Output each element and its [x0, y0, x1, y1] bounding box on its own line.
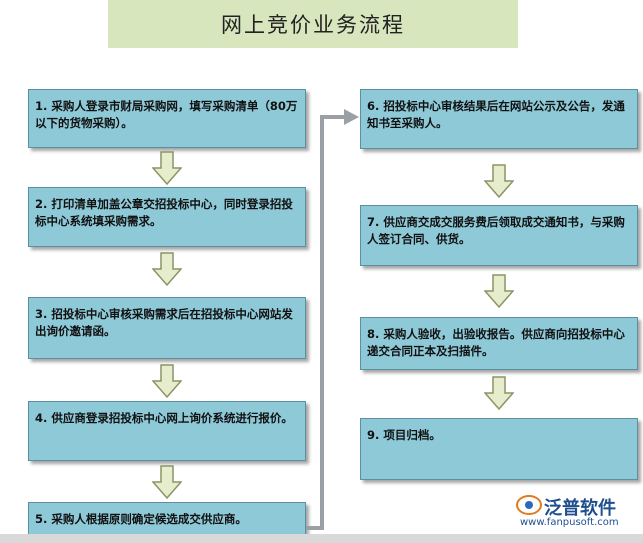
step-3: 3. 招投标中心审核采购需求后在招投标中心网站发出询价邀请函。	[28, 297, 306, 359]
step-6: 6. 招投标中心审核结果后在网站公示及公告，发通知书至采购人。	[360, 89, 638, 149]
down-arrow-icon	[484, 274, 514, 308]
step-4: 4. 供应商登录招投标中心网上询价系统进行报价。	[28, 401, 306, 461]
step-8: 8. 采购人验收，出验收报告。供应商向招投标中心递交合同正本及扫描件。	[360, 317, 638, 370]
down-arrow-icon	[152, 364, 182, 398]
title-banner: 网上竞价业务流程	[108, 0, 518, 48]
down-arrow-icon	[484, 376, 514, 410]
bottom-strip	[0, 534, 643, 543]
down-arrow-icon	[152, 151, 182, 185]
logo-icon	[516, 495, 542, 515]
down-arrow-icon	[152, 252, 182, 286]
brand-logo: 泛普软件 www.fanpusoft.com	[510, 492, 638, 532]
down-arrow-icon	[152, 465, 182, 499]
step-9: 9. 项目归档。	[360, 418, 638, 480]
step-1: 1. 采购人登录市财局采购网，填写采购清单（80万以下的货物采购）。	[28, 89, 306, 148]
diagram-title: 网上竞价业务流程	[221, 13, 405, 37]
down-arrow-icon	[484, 164, 514, 198]
step-7: 7. 供应商交成交服务费后领取成交通知书，与采购人签订合同、供货。	[360, 205, 638, 266]
logo-url: www.fanpusoft.com	[520, 517, 619, 528]
logo-name: 泛普软件	[544, 498, 616, 519]
step-2: 2. 打印清单加盖公章交招投标中心，同时登录招投标中心系统填采购需求。	[28, 187, 306, 247]
